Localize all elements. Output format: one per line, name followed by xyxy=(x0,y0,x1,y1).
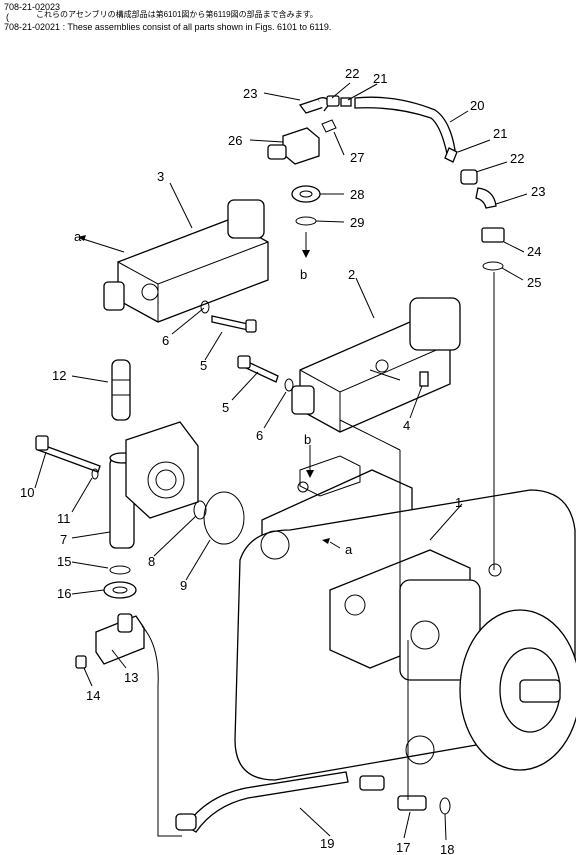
header-range-mark: ( xyxy=(6,12,9,22)
callout-3: 3 xyxy=(157,169,164,184)
ref-a-left: a xyxy=(74,229,82,244)
callout-27: 27 xyxy=(350,150,364,165)
callout-10: 10 xyxy=(20,485,34,500)
callout-6: 6 xyxy=(256,428,263,443)
callout-labels: 23 22 21 20 21 22 23 24 25 26 27 28 29 b… xyxy=(20,66,545,855)
callout-5: 5 xyxy=(222,400,229,415)
bolts-and-washers xyxy=(200,300,294,392)
callout-5: 5 xyxy=(200,358,207,373)
header-line-english: 708-21-02021 : These assemblies consist … xyxy=(4,22,331,33)
assembly-code-1: 708-21-02023 xyxy=(4,2,61,12)
callout-26: 26 xyxy=(228,133,242,148)
ref-b-upper: b xyxy=(300,267,307,282)
hose-assembly-upper xyxy=(267,95,505,271)
header-line-japanese: 708-21-02023 xyxy=(4,2,60,13)
callout-11: 11 xyxy=(57,511,71,526)
callout-6: 6 xyxy=(162,333,169,348)
callout-28: 28 xyxy=(350,187,364,202)
main-pump-1 xyxy=(234,455,576,781)
assembly-code-2: 708-21-02021 xyxy=(4,22,61,32)
ref-a-pump: a xyxy=(345,542,353,557)
callout-29: 29 xyxy=(350,215,364,230)
valve-block-3 xyxy=(78,199,269,323)
callout-22: 22 xyxy=(345,66,359,81)
callout-2: 2 xyxy=(348,267,355,282)
ref-b-lower: b xyxy=(304,432,311,447)
callout-25: 25 xyxy=(527,275,541,290)
guide-lines xyxy=(34,82,528,841)
callout-16: 16 xyxy=(57,586,71,601)
callout-21: 21 xyxy=(373,71,387,86)
callout-20: 20 xyxy=(470,98,484,113)
callout-1: 1 xyxy=(455,495,462,510)
callout-18: 18 xyxy=(440,842,454,855)
callout-4: 4 xyxy=(403,418,410,433)
left-parts-column xyxy=(35,359,245,669)
callout-15: 15 xyxy=(57,554,71,569)
callout-19: 19 xyxy=(320,836,334,851)
hose-assembly-lower xyxy=(175,771,451,833)
callout-21: 21 xyxy=(493,126,507,141)
callout-13: 13 xyxy=(124,670,138,685)
callout-8: 8 xyxy=(148,554,155,569)
callout-23: 23 xyxy=(531,184,545,199)
callout-22: 22 xyxy=(510,151,524,166)
callout-12: 12 xyxy=(52,368,66,383)
callout-9: 9 xyxy=(180,578,187,593)
valve-block-2 xyxy=(291,297,461,433)
callout-14: 14 xyxy=(86,688,100,703)
callout-24: 24 xyxy=(527,244,541,259)
header-japanese-note: これらのアセンブリの構成部品は第6101図から第6119図の部品まで含みます。 xyxy=(36,10,318,19)
callout-17: 17 xyxy=(396,840,410,855)
callout-7: 7 xyxy=(60,532,67,547)
callout-23: 23 xyxy=(243,86,257,101)
assembly-note: : These assemblies consist of all parts … xyxy=(62,22,332,32)
